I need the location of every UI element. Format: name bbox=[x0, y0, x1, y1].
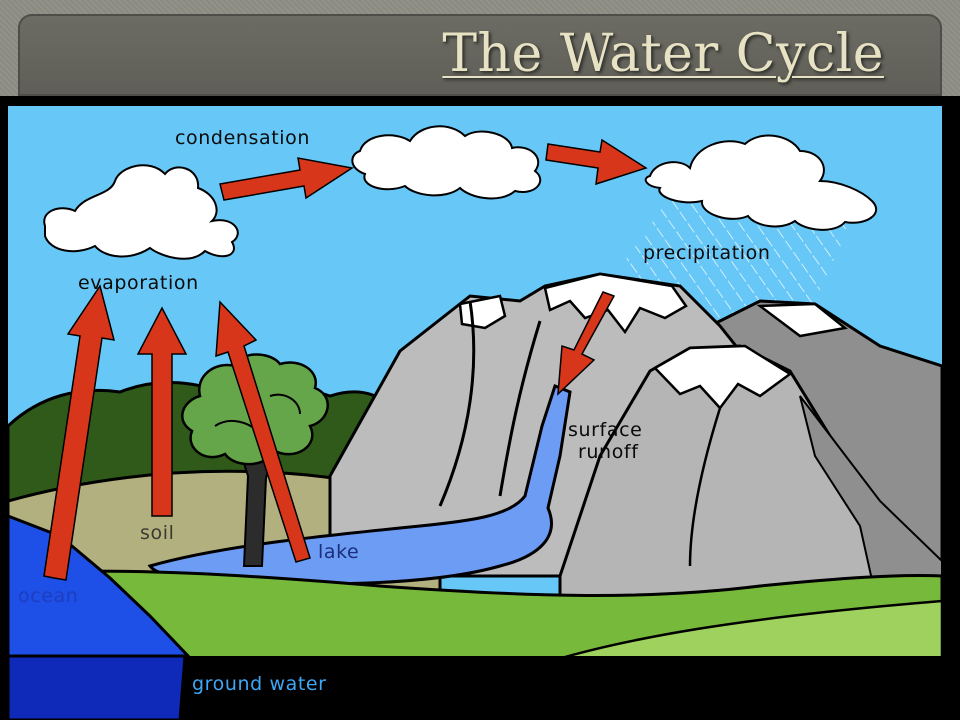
ground-water-pool bbox=[8, 654, 187, 720]
cloud-middle bbox=[351, 125, 542, 200]
arrow-cloud-to-cloud-2 bbox=[545, 138, 648, 186]
label-surface: surface bbox=[568, 419, 642, 441]
label-ground-water: ground water bbox=[192, 673, 327, 695]
arrow-evaporation-ocean bbox=[43, 284, 116, 581]
arrow-precipitation-runoff bbox=[557, 291, 616, 396]
label-condensation: condensation bbox=[175, 127, 310, 149]
water-cycle-diagram: condensation evaporation precipitation s… bbox=[8, 106, 942, 720]
arrow-cloud-to-cloud-1 bbox=[219, 157, 354, 201]
snow-cap-center bbox=[543, 272, 688, 335]
title-bar bbox=[18, 14, 942, 96]
cloud-right bbox=[644, 134, 878, 231]
snow-cap-right-back bbox=[756, 302, 848, 338]
label-precipitation: precipitation bbox=[643, 242, 771, 264]
arrow-evaporation-lake bbox=[215, 300, 311, 563]
label-evaporation: evaporation bbox=[78, 272, 199, 294]
label-ocean: ocean bbox=[18, 585, 78, 607]
label-soil: soil bbox=[140, 522, 174, 544]
cloud-left bbox=[43, 164, 239, 260]
label-lake: lake bbox=[318, 541, 359, 563]
slide-title: The Water Cycle bbox=[442, 24, 884, 84]
label-runoff: runoff bbox=[578, 441, 639, 463]
snow-cap-front bbox=[652, 344, 793, 410]
arrow-evaporation-soil bbox=[136, 306, 188, 517]
